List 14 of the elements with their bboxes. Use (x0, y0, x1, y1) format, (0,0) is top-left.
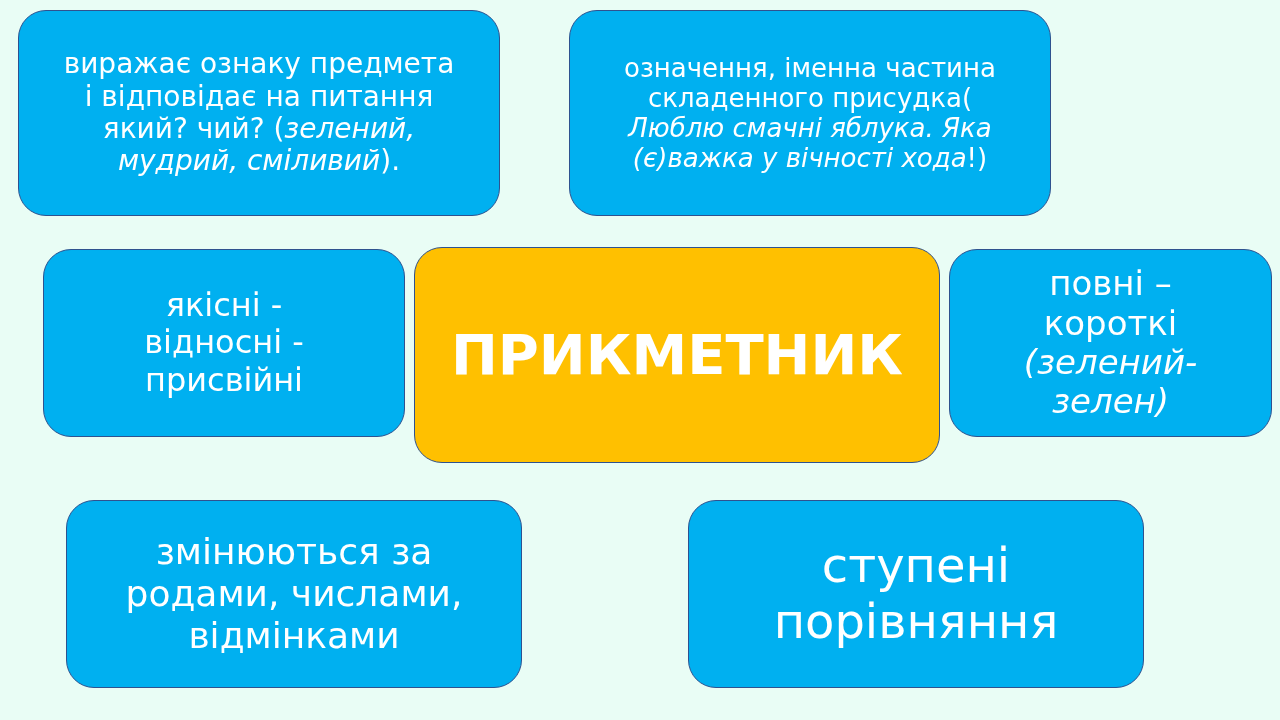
rounded-box (569, 10, 1051, 216)
rounded-box (949, 249, 1272, 437)
box-text: якісні - відносні - присвійні (143, 287, 305, 399)
box-text: змінюються за родами, числами, відмінками (124, 531, 464, 657)
central-box (414, 247, 940, 463)
rounded-box (43, 249, 405, 437)
heading-text: ПРИКМЕТНИК (450, 322, 904, 388)
box-text: виражає ознаку предмета і відповідає на питання який? чий? (зелений, мудрий, сміливий). (62, 48, 456, 178)
rounded-box (66, 500, 522, 688)
rounded-box (688, 500, 1144, 688)
box-text: ступені порівняння (772, 538, 1060, 650)
rounded-box (18, 10, 500, 216)
box-text: означення, іменна частина складенного присудка( Люблю смачні яблука. Яка (є)важка у вічності хода!) (623, 52, 997, 174)
box-text: повні – короткі (зелений-зелен) (1022, 264, 1199, 422)
